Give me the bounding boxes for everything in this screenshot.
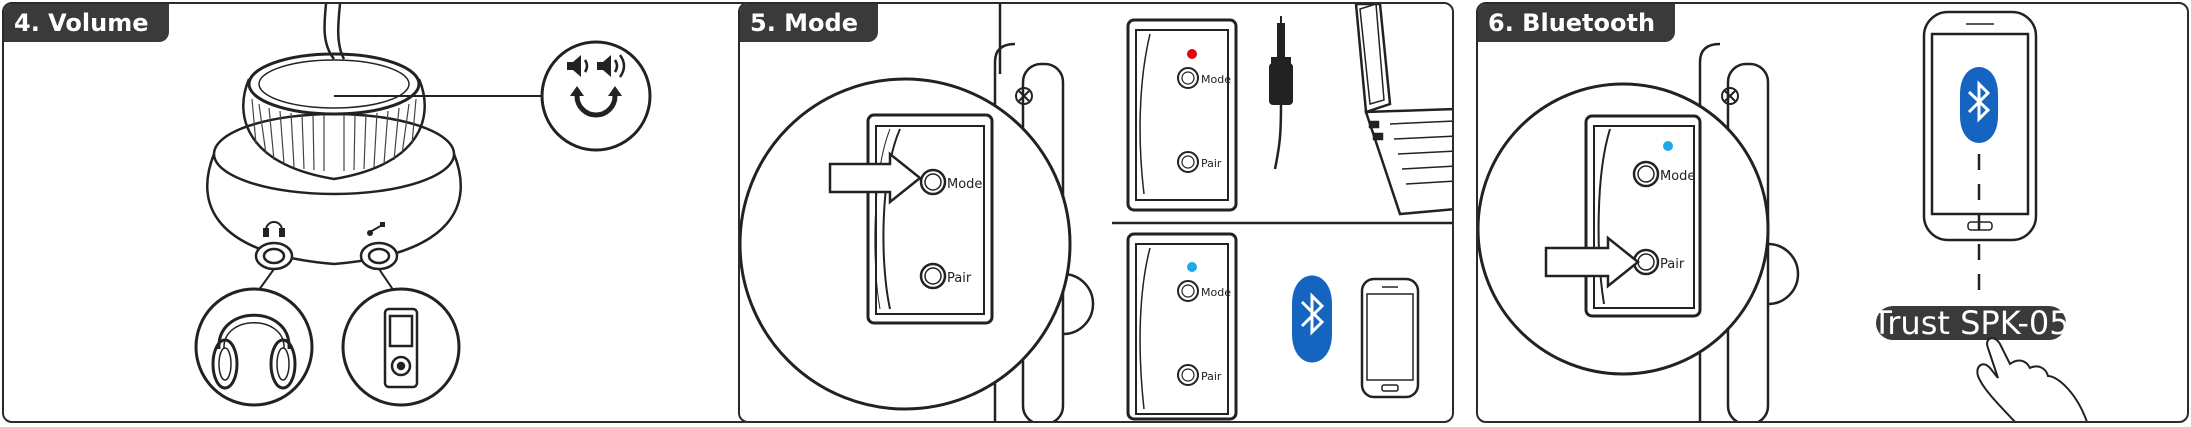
volume-control-icon [540, 40, 652, 152]
mode-label-bt: Mode [1660, 169, 1695, 184]
volume-illustration [194, 4, 652, 407]
headphone-icon [263, 221, 285, 237]
mode-label-bottom: Mode [1201, 286, 1231, 299]
mode-label-top: Mode [1201, 73, 1231, 86]
mode-panel: 5. Mode Mode Pair [738, 2, 1454, 423]
device-name-label: Trust SPK-05 [1871, 304, 2069, 342]
bluetooth-icon [1292, 275, 1332, 363]
blue-led-mode [1187, 262, 1197, 272]
pair-label-top: Pair [1201, 157, 1222, 170]
bluetooth-illustration: Mode Pair Trust SPK-05 [1478, 10, 2088, 421]
volume-panel-title: 4. Volume [4, 4, 169, 42]
pair-label-bt: Pair [1660, 257, 1685, 272]
pair-label-large: Pair [947, 271, 972, 286]
screw-icon-bt [1721, 87, 1739, 105]
red-led [1187, 49, 1197, 59]
laptop-icon [1354, 4, 1452, 216]
mode-illustration: Mode Pair Mode Pair [740, 4, 1452, 421]
bluetooth-icon-phone [1960, 67, 1998, 143]
volume-panel: 4. Volume [2, 2, 754, 423]
finger-icon [1976, 337, 2088, 421]
usb-icon [367, 222, 385, 236]
device-name-pill [1876, 306, 2066, 340]
speaker-base [206, 153, 462, 266]
mode-panel-title: 5. Mode [740, 4, 878, 42]
bluetooth-panel-title: 6. Bluetooth [1478, 4, 1676, 42]
media-player-icon [383, 307, 419, 389]
blue-led-bt [1663, 141, 1673, 151]
screw-icon [1015, 87, 1033, 105]
smartphone-icon [1360, 277, 1420, 399]
mode-label-large: Mode [947, 177, 982, 192]
bluetooth-panel: 6. Bluetooth Mode Pair [1476, 2, 2189, 423]
headphones-drawing [211, 313, 297, 390]
press-arrow-bt [1544, 235, 1641, 289]
pair-label-bottom: Pair [1201, 370, 1222, 383]
volume-knob-top [247, 52, 421, 116]
audio-jack-icon [1269, 16, 1293, 170]
press-arrow [828, 151, 923, 205]
